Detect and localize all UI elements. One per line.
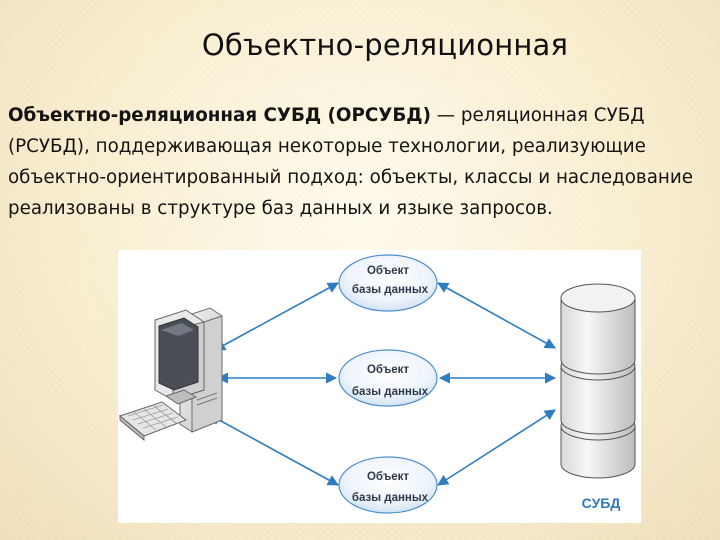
arrow-object-3-dbms bbox=[437, 409, 556, 486]
arrow-pc-object-3 bbox=[209, 414, 339, 486]
arrow-pc-object-1 bbox=[214, 282, 339, 351]
arrow-object-1-dbms bbox=[437, 282, 556, 349]
slide-title: Объектно-реляционная bbox=[201, 28, 569, 62]
definition-term: Объектно-реляционная СУБД (ОРСУБД) bbox=[8, 105, 431, 126]
object-node-3-line2: базы данных bbox=[352, 492, 429, 504]
computer-icon bbox=[118, 307, 223, 442]
object-node-1: Объект базы данных bbox=[338, 254, 438, 312]
definition-paragraph: Объектно-реляционная СУБД (ОРСУБД) — рел… bbox=[8, 100, 716, 224]
object-node-2: Объект базы данных bbox=[338, 349, 438, 407]
object-node-3: Объект базы данных bbox=[338, 456, 438, 514]
object-node-2-line2: базы данных bbox=[352, 386, 429, 398]
dbms-label: СУБД bbox=[582, 495, 621, 511]
object-node-3-line1: Объект bbox=[367, 471, 409, 483]
object-node-1-line1: Объект bbox=[367, 265, 409, 277]
connection-arrows bbox=[209, 282, 557, 486]
orsubd-diagram: Объект базы данных Объект базы данных Об… bbox=[118, 250, 641, 523]
definition-text: — реляционная СУБД (РСУБД), поддерживающ… bbox=[8, 105, 693, 219]
object-node-1-line2: базы данных bbox=[352, 284, 429, 296]
database-cylinder-icon bbox=[560, 283, 636, 479]
object-node-2-line1: Объект bbox=[367, 364, 409, 376]
